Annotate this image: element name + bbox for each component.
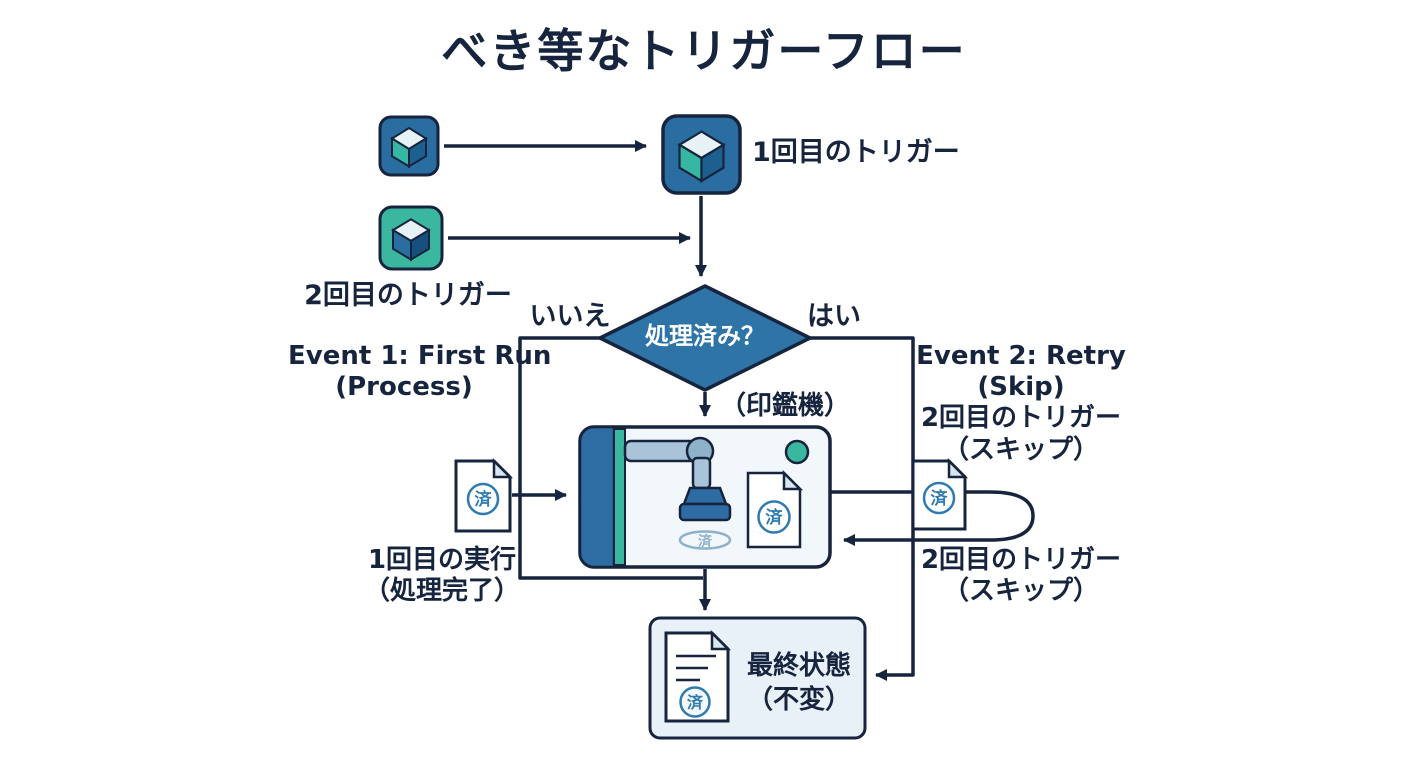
stamp-base (678, 502, 732, 522)
retry-skip-line2: （スキップ） (942, 576, 1099, 607)
retry-skip-line1: 2回目のトリガー (920, 545, 1122, 575)
event2-annotation: Event 2: Retry (Skip) 2回目のトリガー （スキップ） (912, 341, 1130, 466)
machine-side-panel (578, 425, 616, 569)
final-state-box: 済 (648, 616, 867, 740)
final-state-label: 最終状態 （不変） (735, 650, 863, 718)
trigger1-label: 1回目のトリガー (752, 137, 960, 168)
processed-document-right-icon: 済 (911, 457, 969, 531)
decision-diamond (598, 284, 812, 392)
event1-line1: Event 1: First Run (288, 341, 552, 371)
machine-document-icon: 済 (746, 469, 804, 549)
final-doc-stamp-char: 済 (687, 693, 704, 712)
final-document-icon: 済 (664, 629, 732, 723)
first-run-annotation: 1回目の実行 （処理完了） (358, 545, 526, 607)
stamp-machine-icon: 済 済 (578, 425, 832, 569)
first-trigger-node-icon (661, 114, 742, 195)
final-state-line1: 最終状態 (746, 651, 851, 681)
trigger2-label: 2回目のトリガー (304, 280, 512, 311)
machine-label: （印鑑機） (719, 391, 850, 421)
right-doc-stamp-char: 済 (931, 488, 949, 509)
first-run-line2: （処理完了） (363, 576, 520, 607)
decision-label: 処理済み？ (645, 322, 765, 350)
first-run-line1: 1回目の実行 (367, 545, 517, 575)
event1-annotation: Event 1: First Run (Process) (288, 341, 552, 403)
trigger2-cube-icon (378, 205, 444, 271)
no-branch-label: いいえ (529, 301, 611, 332)
trigger1-cube-icon (378, 115, 440, 177)
machine-doc-stamp-char: 済 (766, 507, 784, 528)
stamped-mark-char: 済 (698, 533, 713, 550)
machine-teal-strip (613, 428, 626, 566)
processed-document-left-icon: 済 (454, 457, 514, 533)
stamped-mark-oval (678, 530, 732, 550)
retry-skip-annotation: 2回目のトリガー （スキップ） (912, 545, 1130, 607)
event2-line1: Event 2: Retry (916, 341, 1126, 371)
event2-line2: (Skip) (977, 372, 1065, 403)
left-doc-stamp-char: 済 (475, 489, 493, 510)
stamp-head (682, 486, 728, 506)
machine-arm-vertical (691, 456, 712, 490)
line-no-branch (518, 336, 703, 580)
event2-line3: 2回目のトリガー (920, 403, 1122, 434)
event2-line4: （スキップ） (942, 434, 1099, 465)
loop-skip-arrow (830, 490, 1035, 546)
page-title: べき等なトリガーフロー (441, 24, 967, 78)
final-state-line2: （不変） (746, 684, 851, 715)
event1-line2: (Process) (335, 372, 473, 403)
machine-button (784, 439, 810, 465)
yes-branch-label: はい (807, 301, 861, 332)
